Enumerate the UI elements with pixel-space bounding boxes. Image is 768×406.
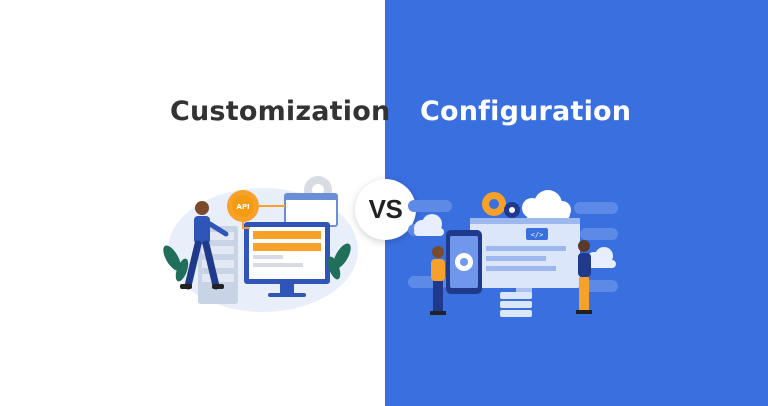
customization-illustration: API (163, 176, 358, 312)
code-tag: </> (531, 231, 544, 239)
dashboard-screen (470, 218, 580, 288)
api-gear: API (227, 190, 259, 222)
vs-badge: VS (355, 179, 416, 240)
customization-heading: Customization (170, 96, 391, 127)
person-figure (576, 240, 592, 314)
vs-label: VS (368, 194, 403, 224)
plant-leaves (163, 243, 351, 282)
configuration-heading: Configuration (420, 96, 632, 127)
api-badge-label: API (236, 203, 249, 211)
cloud-icon (414, 214, 616, 268)
gear-icon (482, 192, 506, 216)
settings-icon (455, 253, 473, 271)
cloud-icon (522, 190, 571, 220)
person-figure (430, 246, 446, 315)
configuration-illustration: </> (408, 190, 618, 317)
person-figure (180, 201, 229, 290)
server-stack (500, 292, 532, 317)
gear-icon (504, 202, 520, 218)
